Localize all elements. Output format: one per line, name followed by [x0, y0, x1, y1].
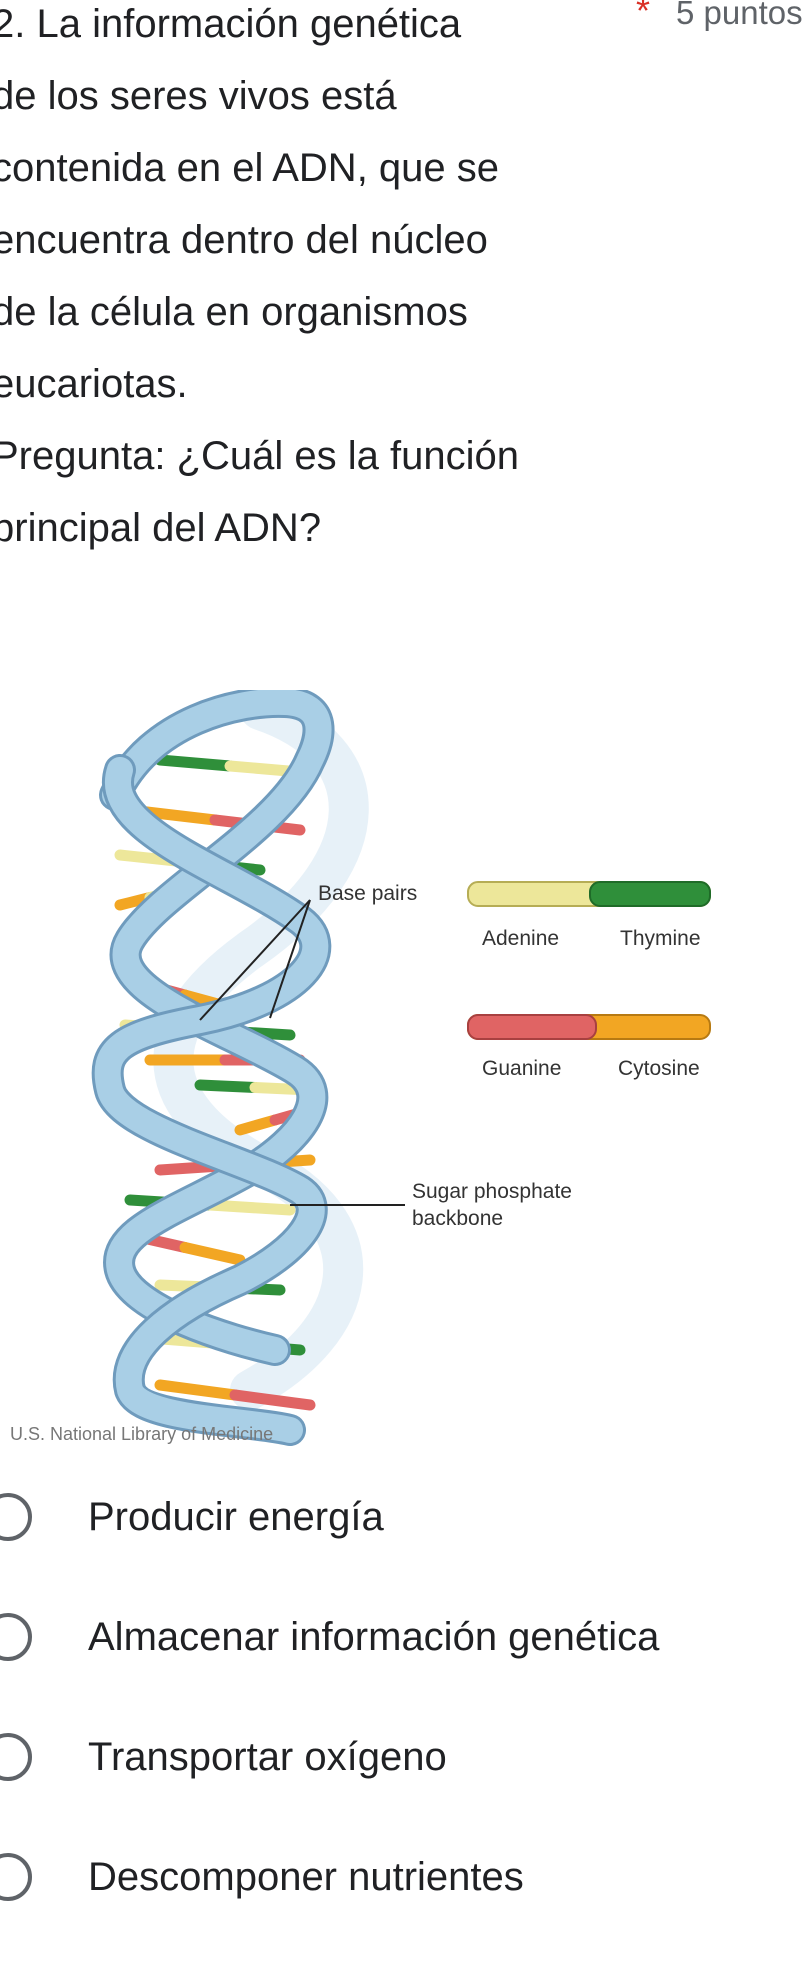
question-line: encuentra dentro del núcleo	[0, 218, 488, 262]
backbone-label-line2: backbone	[412, 1207, 503, 1230]
radio-button[interactable]	[0, 1613, 32, 1661]
adenine-label: Adenine	[482, 927, 559, 950]
question-line: eucariotas.	[0, 362, 188, 406]
question-line: Pregunta: ¿Cuál es la función	[0, 434, 519, 478]
option-almacenar-informacion[interactable]: Almacenar información genética	[0, 1605, 804, 1725]
thymine-label: Thymine	[620, 927, 701, 950]
dna-diagram-image: Base pairs Adenine Thymine Guanine Cytos…	[0, 690, 740, 1455]
option-transportar-oxigeno[interactable]: Transportar oxígeno	[0, 1725, 804, 1845]
question-line: contenida en el ADN, que se	[0, 146, 500, 190]
points-label: 5 puntos	[676, 0, 803, 31]
legend-adenine-thymine: Adenine Thymine	[467, 881, 711, 950]
cytosine-label: Cytosine	[618, 1057, 700, 1080]
backbone-label-line1: Sugar phosphate	[412, 1180, 572, 1203]
base-pair-segment	[204, 1199, 296, 1216]
base-pair-segment	[234, 1114, 281, 1136]
sugar-phosphate-backbone	[91, 690, 335, 1446]
guanine-label: Guanine	[482, 1057, 561, 1080]
legend-guanine-cytosine: Guanine Cytosine	[467, 1014, 711, 1080]
base-pair-segment	[194, 1079, 261, 1093]
required-asterisk: *	[636, 0, 651, 31]
backbone-callout: Sugar phosphate backbone	[290, 1180, 572, 1230]
base-pair-segment	[154, 754, 236, 772]
radio-button[interactable]	[0, 1733, 32, 1781]
base-pairs-callout: Base pairs	[199, 882, 417, 1021]
question-line: de la célula en organismos	[0, 290, 468, 334]
option-descomponer-nutrientes[interactable]: Descomponer nutrientes	[0, 1845, 804, 1965]
question-line: de los seres vivos está	[0, 74, 397, 118]
option-producir-energia[interactable]: Producir energía	[0, 1485, 804, 1605]
radio-button[interactable]	[0, 1493, 32, 1541]
option-label: Almacenar información genética	[88, 1615, 660, 1659]
option-label: Producir energía	[88, 1495, 384, 1539]
option-label: Transportar oxígeno	[88, 1735, 447, 1779]
answer-options: Producir energía Almacenar información g…	[0, 1485, 804, 1965]
base-pair-segment	[229, 1389, 316, 1411]
base-pair-segment	[154, 1379, 241, 1401]
image-credit: U.S. National Library of Medicine	[10, 1424, 273, 1444]
thymine-bar	[589, 881, 711, 907]
base-pair-segment	[179, 1242, 246, 1266]
question-line: 2. La información genética	[0, 2, 462, 46]
dna-diagram-svg: Base pairs Adenine Thymine Guanine Cytos…	[10, 690, 711, 1446]
option-label: Descomponer nutrientes	[88, 1855, 524, 1899]
radio-button[interactable]	[0, 1853, 32, 1901]
guanine-bar	[467, 1014, 597, 1040]
question-line: principal del ADN?	[0, 506, 322, 550]
base-pairs-label: Base pairs	[318, 882, 417, 905]
question-text: 2. La información genética de los seres …	[0, 0, 592, 564]
